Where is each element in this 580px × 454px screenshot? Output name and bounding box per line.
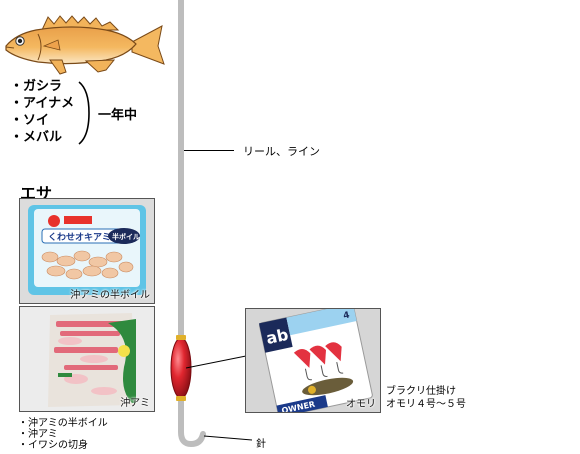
bait-item: ・沖アミの半ボイル [18,418,108,429]
season-bracket [78,81,90,145]
boiled-krill-photo: くわせオキアミ 半ボイル 沖アミの半ボイル [19,198,155,304]
hook-icon [178,420,206,448]
package-text: くわせオキアミ [48,232,111,243]
fish-item: ・ソイ [10,113,50,128]
boiled-krill-package-image: くわせオキアミ 半ボイル [20,199,154,303]
rig-package-image: ab 4 OWNER [246,309,380,412]
photo-caption: 沖アミの半ボイル [70,290,150,301]
fish-item: ・ガシラ [10,79,63,94]
fishing-line [178,0,184,430]
hook-label: 針 [256,439,266,450]
package-code: ab [264,325,290,348]
bait-item: ・イワシの切身 [18,440,88,451]
bait-list: ・沖アミの半ボイル ・沖アミ ・イワシの切身 [18,418,108,451]
line-label-leader [184,150,234,151]
hook-leader [204,435,253,441]
fish-item: ・メバル [10,130,63,145]
line-label: リール、ライン [243,145,320,158]
photo-caption: 沖アミ [120,398,150,409]
rig-description: ブラクリ仕掛け オモリ４号～５号 [386,385,466,411]
package-badge-text: 半ボイル [112,232,140,241]
sinker-icon [170,335,192,401]
fish-species-list: ・ガシラ ・アイナメ ・ソイ ・メバル [10,78,74,146]
rig-package-photo: ab 4 OWNER オモリ [245,308,381,413]
photo-caption: オモリ [346,399,376,410]
rig-title: ブラクリ仕掛け [386,386,456,397]
rig-weight: オモリ４号～５号 [386,399,466,410]
package-number: 4 [342,311,350,322]
bait-item: ・沖アミ [18,429,58,440]
fish-illustration [5,15,165,75]
krill-photo: 沖アミ [19,306,155,412]
season-label: 一年中 [98,108,138,123]
rig-leader [186,355,247,369]
fish-item: ・アイナメ [10,96,75,111]
krill-bag-image [20,307,154,411]
